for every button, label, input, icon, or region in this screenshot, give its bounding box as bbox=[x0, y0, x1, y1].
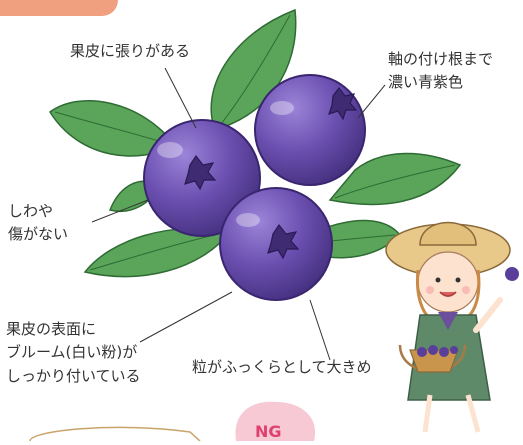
blueberry-icon bbox=[143, 74, 366, 301]
label-no-wrinkles: しわや 傷がない bbox=[8, 200, 68, 247]
label-stem-base-line1: 軸の付け根まで bbox=[388, 50, 494, 68]
next-section-frame bbox=[29, 426, 201, 441]
section-tab bbox=[0, 0, 118, 16]
label-stem-base-line2: 濃い青紫色 bbox=[388, 73, 464, 92]
label-bloom-line2: ブルーム(白い粉)が bbox=[6, 343, 138, 362]
label-bloom: 果皮の表面に ブルーム(白い粉)が しっかり付いている bbox=[6, 318, 141, 388]
label-skin-taut: 果皮に張りがある bbox=[70, 42, 191, 60]
label-no-wrinkles-line1: しわや bbox=[8, 202, 54, 220]
label-stem-base: 軸の付け根まで 濃い青紫色 bbox=[388, 48, 493, 95]
label-plump: 粒がふっくらとして大きめ bbox=[192, 358, 372, 376]
ng-badge bbox=[235, 401, 316, 441]
leader-lines bbox=[91, 67, 386, 361]
label-bloom-line3: しっかり付いている bbox=[6, 366, 141, 385]
ng-label: NG bbox=[255, 422, 282, 441]
label-no-wrinkles-line2: 傷がない bbox=[8, 225, 69, 244]
label-bloom-line1: 果皮の表面に bbox=[6, 320, 97, 338]
girl-character-icon bbox=[385, 221, 519, 433]
